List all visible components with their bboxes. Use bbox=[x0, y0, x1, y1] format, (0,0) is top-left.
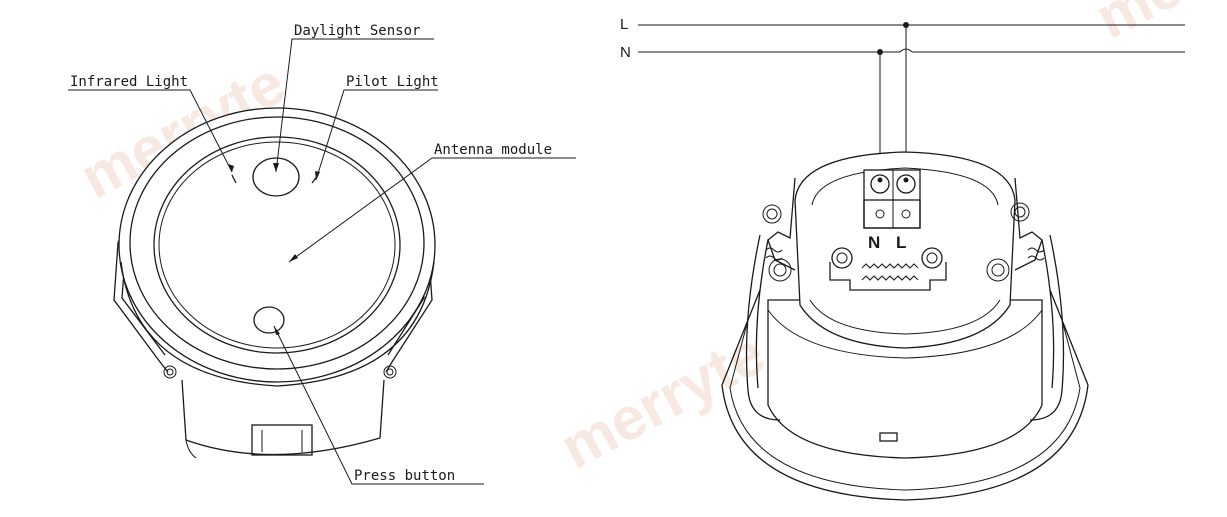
label-daylight-sensor: Daylight Sensor bbox=[294, 23, 420, 39]
daylight-sensor-window bbox=[252, 157, 300, 197]
rear-housing bbox=[181, 379, 385, 456]
terminal-label-l: L bbox=[896, 233, 906, 252]
body-slot bbox=[879, 432, 898, 442]
line-label: L bbox=[620, 16, 628, 33]
line-terminal-screw bbox=[896, 174, 916, 194]
label-pilot-light: Pilot Light bbox=[346, 74, 439, 90]
label-antenna-module: Antenna module bbox=[434, 142, 552, 158]
terminal-label-n: N bbox=[868, 233, 880, 252]
watermark-right: merryte bbox=[1085, 0, 1227, 51]
spring-clip-left-rear bbox=[745, 177, 796, 421]
sensor-body bbox=[767, 299, 1043, 459]
board-connector bbox=[829, 247, 947, 291]
label-press-button: Press button bbox=[354, 468, 455, 484]
neutral-terminal-screw bbox=[870, 174, 890, 194]
neutral-label: N bbox=[620, 44, 631, 61]
sensor-front-view: Infrared Light Daylight Sensor Pilot Lig… bbox=[68, 23, 576, 485]
trim-ring bbox=[721, 289, 1089, 501]
spring-clip-right-rear bbox=[986, 177, 1065, 421]
wiring-rear-view: L N bbox=[620, 16, 1185, 501]
infrared-light-mark bbox=[231, 174, 237, 184]
upper-housing bbox=[794, 151, 1016, 349]
rear-tab bbox=[251, 424, 313, 456]
sensor-lens bbox=[153, 136, 401, 354]
press-button bbox=[253, 306, 285, 334]
leader-lines bbox=[68, 38, 576, 485]
label-infrared-light: Infrared Light bbox=[70, 74, 188, 90]
terminal-block bbox=[863, 169, 921, 229]
